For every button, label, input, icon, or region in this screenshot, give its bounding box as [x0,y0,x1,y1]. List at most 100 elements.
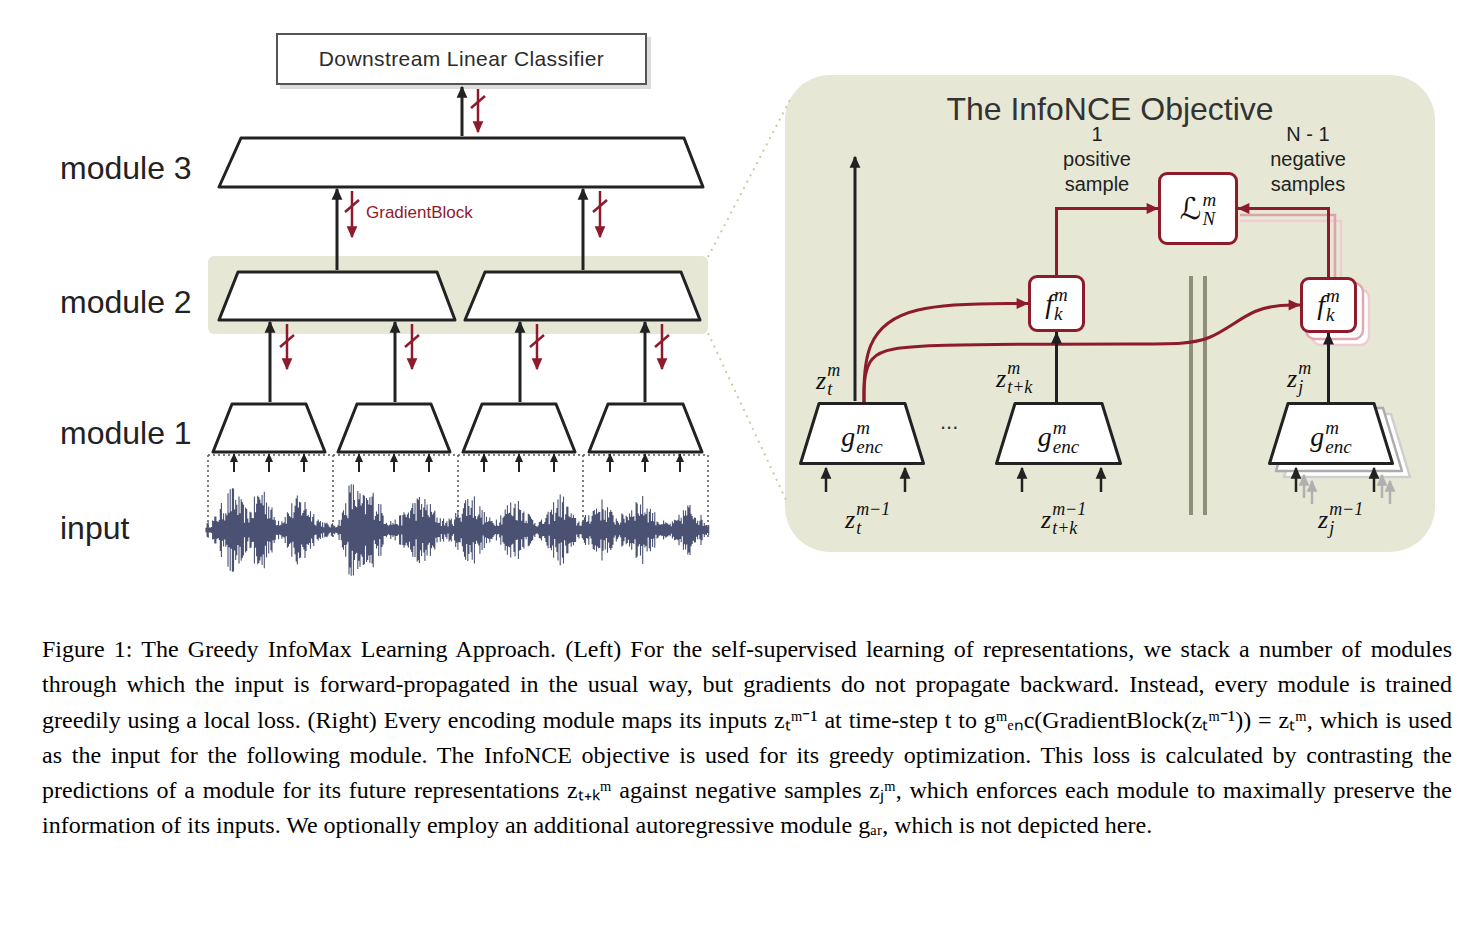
math-symbol: z [1318,507,1328,533]
connector-arrow [1238,209,1329,278]
audio-waveform [206,484,709,575]
script-stack: menc [1053,418,1079,456]
gradient-block-arrow [351,191,354,237]
symbol-script: m [856,418,882,437]
encoder-trapezoid [338,404,450,452]
gradient-block-arrow [411,324,414,369]
input-arrow [553,454,555,472]
symbol-script: enc [856,437,882,456]
symbol-script: k [1054,304,1068,323]
math-script: m [1298,359,1311,377]
input-arrow [483,454,485,472]
caption-holder: Figure 1: The Greedy InfoMax Learning Ap… [42,632,1452,844]
forward-arrow [269,322,272,402]
encoder-trapezoid: gmenc [1268,402,1394,465]
label-holder: m [1007,359,1020,378]
label-holder: m−1 [1329,500,1363,519]
input-arrow [1296,468,1374,492]
negative-copy-line [1240,215,1335,283]
ellipsis: ... [940,410,958,434]
gradient-block-arrow [536,324,539,369]
math-script: t+k [1007,378,1032,396]
input-arrow [826,468,1101,492]
audio-waveform [206,484,709,575]
box-label: Downstream Linear Classifier [319,47,604,71]
negative-copy-line [1240,221,1341,289]
label-holder: j [1329,519,1334,538]
connector-arrow [1327,333,1330,402]
gradient-block-label: GradientBlock [366,203,473,223]
panel-title: The InfoNCE Objective [946,91,1273,128]
encoder-trapezoid: gmenc [799,402,925,465]
label-holder: m [827,361,840,380]
symbol-base: f [1045,290,1053,318]
input-arrow [1373,468,1376,492]
symbol-script: m [1325,418,1351,437]
math-script: t [827,380,832,398]
negative-input-copy [1304,475,1390,504]
math-symbol: gmenc [1038,418,1079,456]
encoder-trapezoid [463,404,575,452]
input-arrow [268,454,270,472]
encoder-trapezoid: gmenc [995,402,1122,465]
input-arrow [234,454,680,472]
input-arrow [303,454,305,472]
input-arrow [1295,468,1298,492]
encoder-trapezoid [213,404,325,452]
gradient-block-arrow [471,96,485,108]
math-symbol: z [816,368,826,394]
label-holder: t+k [1007,378,1032,397]
label-holder: module 2 [60,284,192,321]
connector-arrow [1055,332,1058,402]
symbol-script: N [1202,209,1216,228]
sample-note: 1 positive sample [1057,122,1137,197]
gradient-block-arrow [593,200,607,212]
input-arrow [393,454,395,472]
negative-copies [1284,414,1410,477]
label-holder: t [827,380,832,399]
symbol-script: k [1326,305,1340,324]
connector-arrow [864,304,1028,403]
input-arrow [1021,468,1024,492]
script-stack: menc [856,418,882,456]
output-arrow [854,157,857,401]
label-holder: z [845,507,855,533]
negative-input-copy [1381,475,1384,498]
input-arrow [233,454,235,472]
label-holder: t+k [1052,519,1077,538]
classifier-box: Downstream Linear Classifier [276,33,647,85]
input-arrow [904,468,907,492]
connector-arrow [864,305,1300,402]
input-arrow [825,468,828,492]
symbol-base: ℒ [1180,194,1202,224]
separator-bars [1191,276,1205,515]
script-stack: mk [1054,285,1068,323]
row-label: module 1 [60,415,192,452]
label-holder: ... [940,410,958,434]
gradient-block-arrow [599,191,602,237]
math-script: j [1329,519,1334,537]
symbol-base: g [841,423,855,451]
math-script: m−1 [1329,500,1363,518]
math-script: t [856,519,861,537]
encoder-trapezoid [589,404,702,452]
math-symbol: fmk [1317,286,1340,324]
text-holder: Downstream Linear Classifier [319,47,604,71]
label-holder: module 3 [60,150,192,187]
negative-copies [1306,283,1363,339]
label-holder: z [1287,366,1297,392]
symbol-script: m [1054,285,1068,304]
encoder-trapezoid [213,138,703,452]
label-holder: t [856,519,861,538]
label-holder: z [816,368,826,394]
input-arrow [679,454,681,472]
symbol-script: enc [1325,437,1351,456]
function-box: ℒmN [1158,172,1238,245]
label-holder: m [1298,359,1311,378]
forward-arrow [394,322,397,402]
row-label: input [60,510,129,547]
label-holder: GradientBlock [366,203,473,223]
zoom-guide [708,96,792,500]
gradient-block-arrow [477,89,480,132]
label-holder: m−1 [856,500,890,519]
